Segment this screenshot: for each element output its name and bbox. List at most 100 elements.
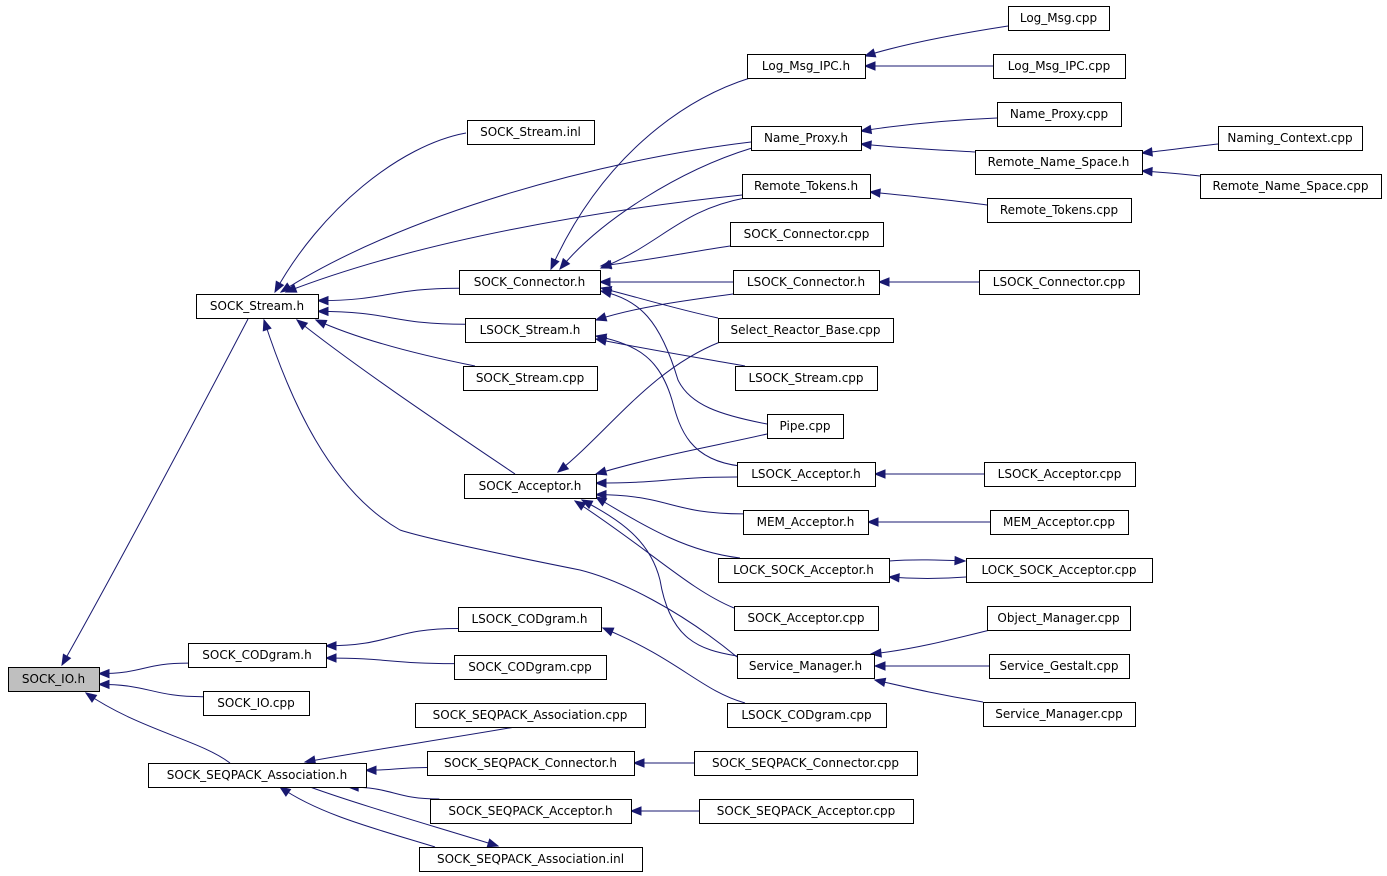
node-lsock-stream-cpp[interactable]: LSOCK_Stream.cpp	[735, 366, 878, 391]
edge-mem-acceptor-h-to-sock-acceptor-h	[595, 494, 744, 515]
node-sock-codgram-cpp[interactable]: SOCK_CODgram.cpp	[454, 655, 607, 680]
node-pipe-cpp[interactable]: Pipe.cpp	[767, 414, 844, 439]
node-sock-connector-h[interactable]: SOCK_Connector.h	[459, 270, 601, 295]
node-remote-name-space-cpp[interactable]: Remote_Name_Space.cpp	[1200, 174, 1382, 199]
node-service-manager-h-label: Service_Manager.h	[749, 659, 862, 673]
node-sock-io-h[interactable]: SOCK_IO.h	[8, 667, 100, 692]
node-sock-seqpack-connector-h[interactable]: SOCK_SEQPACK_Connector.h	[427, 751, 635, 776]
node-sock-io-cpp[interactable]: SOCK_IO.cpp	[203, 691, 310, 716]
node-sock-seqpack-acceptor-cpp[interactable]: SOCK_SEQPACK_Acceptor.cpp	[699, 799, 914, 824]
edge-lock-sock-acceptor-h-to-lock-sock-acceptor-cpp	[888, 559, 966, 562]
node-sock-seqpack-connector-h-box	[427, 751, 635, 776]
node-lsock-codgram-cpp[interactable]: LSOCK_CODgram.cpp	[727, 703, 887, 728]
node-lsock-acceptor-cpp[interactable]: LSOCK_Acceptor.cpp	[984, 462, 1136, 487]
node-remote-tokens-h-label: Remote_Tokens.h	[754, 179, 858, 193]
node-lsock-connector-h[interactable]: LSOCK_Connector.h	[733, 270, 880, 295]
node-sock-seqpack-association-cpp[interactable]: SOCK_SEQPACK_Association.cpp	[415, 703, 646, 728]
edge-naming-context-cpp-to-remote-name-space-h-arrowhead	[1140, 147, 1153, 157]
edge-sock-io-cpp-to-sock-io-h-arrowhead	[97, 679, 110, 690]
node-log-msg-cpp[interactable]: Log_Msg.cpp	[1008, 6, 1110, 31]
edge-sock-seqpack-connector-h-to-sock-seqpack-association-h-arrowhead	[364, 765, 377, 775]
edge-sock-stream-cpp-to-sock-stream-h	[315, 319, 476, 367]
node-lsock-connector-cpp[interactable]: LSOCK_Connector.cpp	[979, 270, 1140, 295]
edge-lsock-codgram-h-to-sock-codgram-h-arrowhead	[324, 641, 337, 651]
node-lsock-acceptor-h[interactable]: LSOCK_Acceptor.h	[737, 462, 876, 487]
edge-sock-acceptor-cpp-to-sock-acceptor-h	[574, 500, 735, 609]
edge-sock-seqpack-association-h-to-sock-seqpack-association-inl	[309, 786, 499, 847]
node-sock-acceptor-cpp[interactable]: SOCK_Acceptor.cpp	[734, 606, 879, 631]
node-sock-stream-inl[interactable]: SOCK_Stream.inl	[467, 120, 595, 145]
node-mem-acceptor-h[interactable]: MEM_Acceptor.h	[743, 510, 869, 535]
node-sock-seqpack-association-h[interactable]: SOCK_SEQPACK_Association.h	[148, 763, 367, 788]
edge-sock-seqpack-association-h-to-sock-io-h-arrowhead	[84, 692, 98, 703]
node-object-manager-cpp[interactable]: Object_Manager.cpp	[987, 606, 1131, 631]
edge-lsock-acceptor-h-to-sock-acceptor-h	[595, 476, 738, 484]
edge-service-manager-h-to-sock-acceptor-h-arrowhead	[580, 499, 594, 510]
node-lsock-connector-cpp-label: LSOCK_Connector.cpp	[993, 275, 1125, 289]
node-sock-stream-h[interactable]: SOCK_Stream.h	[196, 294, 319, 319]
edge-name-proxy-h-to-sock-connector-h-arrowhead	[559, 257, 571, 271]
node-select-reactor-base-cpp[interactable]: Select_Reactor_Base.cpp	[718, 318, 894, 343]
node-service-manager-h[interactable]: Service_Manager.h	[737, 654, 875, 679]
edge-sock-seqpack-acceptor-cpp-to-sock-seqpack-acceptor-h-arrowhead	[629, 806, 642, 816]
node-sock-seqpack-association-inl[interactable]: SOCK_SEQPACK_Association.inl	[419, 847, 643, 872]
node-sock-acceptor-h-label: SOCK_Acceptor.h	[479, 479, 582, 493]
node-sock-seqpack-connector-cpp[interactable]: SOCK_SEQPACK_Connector.cpp	[694, 751, 918, 776]
node-sock-seqpack-acceptor-h[interactable]: SOCK_SEQPACK_Acceptor.h	[430, 799, 632, 824]
edge-remote-tokens-h-to-sock-connector-h	[600, 197, 746, 269]
node-sock-stream-cpp[interactable]: SOCK_Stream.cpp	[463, 366, 598, 391]
node-lsock-codgram-h[interactable]: LSOCK_CODgram.h	[458, 607, 602, 632]
edge-name-proxy-h-to-sock-stream-h	[280, 141, 752, 293]
node-name-proxy-cpp[interactable]: Name_Proxy.cpp	[997, 102, 1122, 127]
node-lsock-stream-h[interactable]: LSOCK_Stream.h	[465, 318, 596, 343]
node-lock-sock-acceptor-cpp[interactable]: LOCK_SOCK_Acceptor.cpp	[966, 558, 1153, 583]
node-lock-sock-acceptor-cpp-box	[966, 558, 1153, 583]
node-log-msg-ipc-cpp[interactable]: Log_Msg_IPC.cpp	[993, 54, 1126, 79]
node-sock-connector-cpp-box	[730, 222, 884, 247]
edge-sock-stream-inl-to-sock-stream-h	[274, 132, 467, 293]
node-log-msg-ipc-h[interactable]: Log_Msg_IPC.h	[747, 54, 866, 79]
node-log-msg-cpp-label: Log_Msg.cpp	[1020, 11, 1097, 25]
edge-sock-connector-h-to-sock-stream-h	[317, 287, 460, 302]
node-remote-name-space-h[interactable]: Remote_Name_Space.h	[975, 150, 1143, 175]
node-remote-name-space-cpp-label: Remote_Name_Space.cpp	[1213, 179, 1369, 193]
edge-remote-tokens-cpp-to-remote-tokens-h	[869, 191, 988, 206]
edge-sock-seqpack-association-h-to-sock-seqpack-association-inl-arrowhead	[486, 838, 500, 848]
edge-lsock-connector-h-to-lsock-stream-h	[595, 293, 734, 321]
edge-lock-sock-acceptor-h-to-lock-sock-acceptor-cpp-arrowhead	[954, 555, 967, 566]
node-service-gestalt-cpp[interactable]: Service_Gestalt.cpp	[989, 654, 1130, 679]
node-sock-stream-h-box	[196, 294, 319, 319]
node-remote-name-space-h-label: Remote_Name_Space.h	[988, 155, 1130, 169]
node-sock-acceptor-h-box	[464, 474, 597, 499]
edge-naming-context-cpp-to-remote-name-space-h	[1141, 143, 1219, 154]
edge-sock-connector-h-to-sock-stream-h-arrowhead	[316, 295, 329, 306]
node-remote-tokens-cpp[interactable]: Remote_Tokens.cpp	[987, 198, 1132, 223]
node-name-proxy-h[interactable]: Name_Proxy.h	[751, 126, 862, 151]
edge-remote-name-space-h-to-name-proxy-h	[860, 143, 976, 153]
edge-sock-seqpack-association-inl-to-sock-seqpack-association-h	[279, 786, 436, 848]
node-sock-seqpack-acceptor-h-label: SOCK_SEQPACK_Acceptor.h	[448, 804, 612, 818]
node-remote-tokens-h[interactable]: Remote_Tokens.h	[742, 174, 871, 199]
node-sock-connector-cpp[interactable]: SOCK_Connector.cpp	[730, 222, 884, 247]
node-lock-sock-acceptor-h[interactable]: LOCK_SOCK_Acceptor.h	[718, 558, 890, 583]
node-naming-context-cpp-label: Naming_Context.cpp	[1227, 131, 1352, 145]
node-sock-stream-inl-box	[467, 120, 595, 145]
node-sock-codgram-h-label: SOCK_CODgram.h	[202, 648, 311, 662]
node-naming-context-cpp[interactable]: Naming_Context.cpp	[1218, 126, 1363, 151]
edge-lock-sock-acceptor-cpp-to-lock-sock-acceptor-h	[888, 576, 967, 579]
edge-lsock-stream-h-to-sock-stream-h	[317, 310, 466, 325]
edge-object-manager-cpp-to-service-manager-h	[870, 629, 991, 655]
node-sock-codgram-h[interactable]: SOCK_CODgram.h	[188, 643, 327, 668]
edge-lock-sock-acceptor-cpp-to-lock-sock-acceptor-h-arrowhead	[887, 573, 900, 583]
node-service-manager-cpp[interactable]: Service_Manager.cpp	[983, 702, 1136, 727]
node-sock-seqpack-association-h-label: SOCK_SEQPACK_Association.h	[167, 768, 347, 782]
node-mem-acceptor-cpp[interactable]: MEM_Acceptor.cpp	[990, 510, 1129, 535]
node-mem-acceptor-h-label: MEM_Acceptor.h	[757, 515, 855, 529]
node-sock-acceptor-h[interactable]: SOCK_Acceptor.h	[464, 474, 597, 499]
node-lsock-stream-cpp-label: LSOCK_Stream.cpp	[748, 371, 863, 385]
edge-sock-codgram-h-to-sock-io-h-arrowhead	[97, 668, 110, 679]
node-sock-seqpack-acceptor-h-box	[430, 799, 632, 824]
node-mem-acceptor-cpp-label: MEM_Acceptor.cpp	[1003, 515, 1115, 529]
edge-sock-codgram-h-to-sock-io-h	[98, 662, 189, 675]
